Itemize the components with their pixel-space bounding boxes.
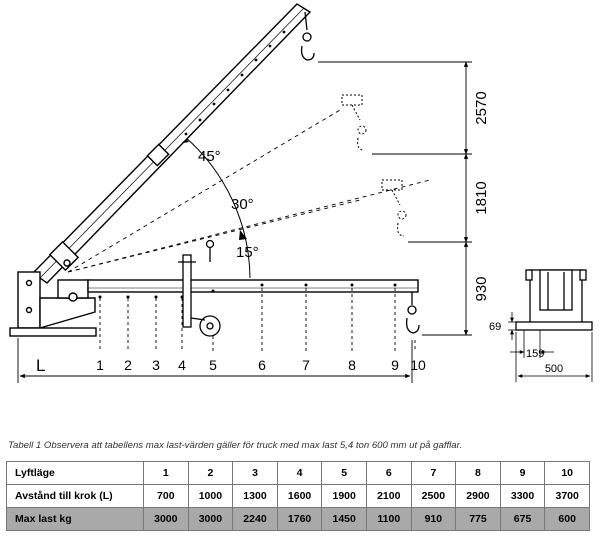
table-cell: 3300 bbox=[499, 484, 546, 508]
table-cell: 675 bbox=[499, 507, 546, 531]
table-cell: 1 bbox=[143, 461, 189, 485]
dimension-1810: 1810 bbox=[473, 181, 490, 214]
position-1: 1 bbox=[96, 357, 104, 373]
row-label: Lyftläge bbox=[6, 461, 144, 485]
position-7: 7 bbox=[302, 357, 310, 373]
load-table: Lyftläge 1 2 3 4 5 6 7 8 9 10 Avstånd ti… bbox=[6, 461, 590, 531]
table-cell: 1900 bbox=[321, 484, 367, 508]
table-cell: 3700 bbox=[544, 484, 590, 508]
length-dimension bbox=[17, 338, 413, 383]
table-cell: 4 bbox=[276, 461, 323, 485]
boom-holes bbox=[184, 30, 286, 136]
table-cell: 1450 bbox=[321, 507, 367, 531]
table-cell: 1760 bbox=[276, 507, 323, 531]
crane-jib-drawing: 45° 30° 15° bbox=[9, 3, 593, 383]
position-4: 4 bbox=[178, 357, 186, 373]
table-cell: 3000 bbox=[143, 507, 189, 531]
table-row-avstand: Avstånd till krok (L) 700 1000 1300 1600… bbox=[6, 484, 590, 508]
table-cell: 2240 bbox=[232, 507, 278, 531]
position-drop-lines bbox=[99, 288, 416, 352]
angle-label-15: 15° bbox=[236, 244, 259, 261]
position-9: 9 bbox=[391, 357, 399, 373]
table-cell: 1600 bbox=[276, 484, 323, 508]
table-cell: 5 bbox=[321, 461, 367, 485]
angle-arc bbox=[183, 135, 251, 279]
table-cell: 1000 bbox=[187, 484, 234, 508]
table-cell: 2 bbox=[187, 461, 234, 485]
base-frame bbox=[9, 271, 97, 337]
ghost-hook-30 bbox=[341, 94, 367, 151]
table-row-max-last: Max last kg 3000 3000 2240 1760 1450 110… bbox=[6, 507, 590, 531]
table-cell: 600 bbox=[544, 507, 590, 531]
position-10: 10 bbox=[410, 357, 426, 373]
table-cell: 2100 bbox=[365, 484, 412, 508]
position-numbers: 1 2 3 4 5 6 7 8 9 10 bbox=[96, 357, 426, 373]
table-cell: 2900 bbox=[455, 484, 501, 508]
table-cell: 1100 bbox=[365, 507, 412, 531]
table-cell: 3000 bbox=[187, 507, 234, 531]
angle-label-30: 30° bbox=[231, 196, 254, 213]
position-8: 8 bbox=[348, 357, 356, 373]
row-label: Avstånd till krok (L) bbox=[6, 484, 144, 508]
end-view bbox=[515, 269, 593, 331]
jib-holes bbox=[98, 283, 397, 299]
table-cell: 2500 bbox=[410, 484, 457, 508]
end-view-dim-69: 69 bbox=[489, 321, 501, 333]
end-view-dim-159: 159 bbox=[526, 348, 544, 360]
end-view-dim-500: 500 bbox=[545, 363, 563, 375]
table-cell: 8 bbox=[455, 461, 501, 485]
ghost-hook-15 bbox=[381, 179, 407, 237]
top-hook bbox=[300, 11, 315, 61]
table-cell: 10 bbox=[544, 461, 590, 485]
jockey-wheel bbox=[178, 239, 221, 337]
table-cell: 1300 bbox=[232, 484, 278, 508]
end-view-dimensions bbox=[508, 312, 593, 382]
dimension-930: 930 bbox=[473, 276, 490, 301]
table-caption: Tabell 1 Observera att tabellens max las… bbox=[8, 440, 463, 451]
angle-lines bbox=[67, 109, 431, 273]
length-label: L bbox=[36, 356, 45, 375]
jib-end-hook bbox=[405, 292, 420, 334]
position-3: 3 bbox=[152, 357, 160, 373]
table-cell: 910 bbox=[410, 507, 457, 531]
dimension-2570: 2570 bbox=[473, 91, 490, 124]
table-cell: 7 bbox=[410, 461, 457, 485]
table-cell: 6 bbox=[365, 461, 412, 485]
row-label: Max last kg bbox=[6, 507, 144, 531]
position-6: 6 bbox=[258, 357, 266, 373]
table-cell: 700 bbox=[143, 484, 189, 508]
horizontal-jib bbox=[87, 279, 419, 293]
table-cell: 775 bbox=[455, 507, 501, 531]
position-2: 2 bbox=[124, 357, 132, 373]
height-dimensions bbox=[318, 61, 472, 336]
table-cell: 9 bbox=[499, 461, 546, 485]
angle-label-45: 45° bbox=[198, 148, 221, 165]
table-row-lyftlage: Lyftläge 1 2 3 4 5 6 7 8 9 10 bbox=[6, 461, 590, 485]
table-cell: 3 bbox=[232, 461, 278, 485]
position-5: 5 bbox=[209, 357, 217, 373]
raised-boom bbox=[31, 3, 312, 284]
